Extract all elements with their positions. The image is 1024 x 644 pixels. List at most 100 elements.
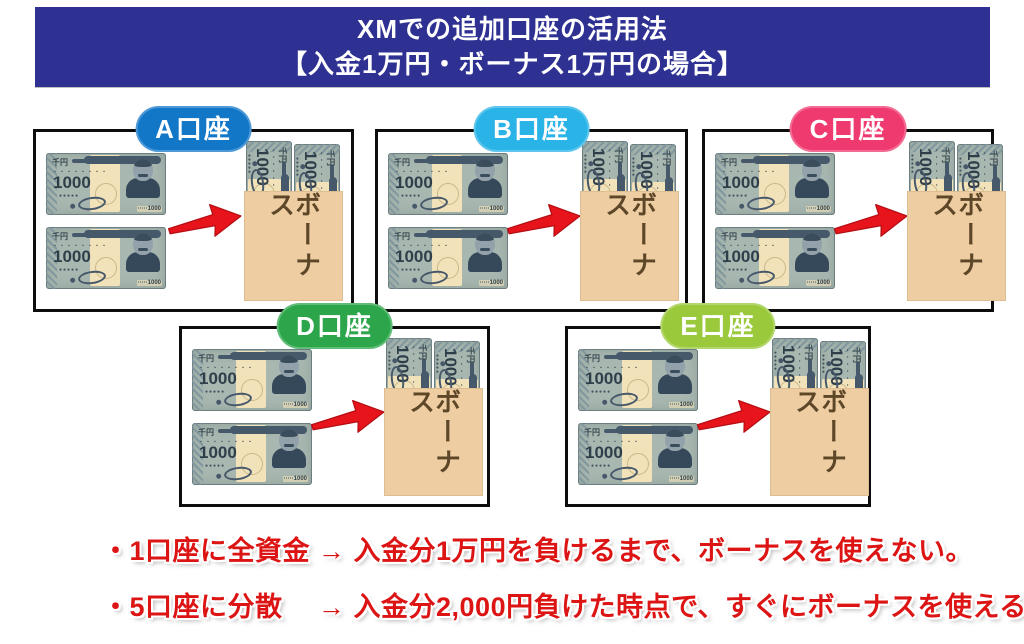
- bill-denomination: 1000: [722, 246, 760, 266]
- bill-micro-text: ●●●●●: [386, 351, 392, 372]
- bill-kanji-label: 千円: [721, 231, 737, 241]
- bonus-stack: 千円 ・・・・・・・・ 1000 ●●●●● ·····1000 千円 ・・・・…: [384, 338, 483, 496]
- bill-micro-text: ●●●●●: [246, 154, 252, 175]
- footnotes: ・1口座に全資金 → 入金分1万円を負けるまで、ボーナスを使えない。 ・5口座に…: [102, 529, 1024, 624]
- arrow-right-icon: [310, 399, 385, 433]
- title-line-2: 【入金1万円・ボーナス1万円の場合】: [281, 49, 744, 79]
- person-portrait-icon: [794, 158, 830, 205]
- bill-corner-value: ·····1000: [282, 401, 308, 408]
- bonus-label: ボーナス: [265, 191, 322, 281]
- bill-corner-value: ·····1000: [805, 205, 831, 212]
- bill-micro-text: ●●●●●: [909, 154, 915, 175]
- bill-kanji-label: 千円: [52, 157, 68, 167]
- bill-micro-text: ●●●●●: [205, 388, 226, 395]
- bill-micro-text: ●●●●●: [59, 192, 80, 199]
- bill-micro-text: ●●●●●: [591, 388, 612, 395]
- bill-edge-pattern: [715, 152, 726, 215]
- transfer-arrow: [503, 191, 585, 249]
- bill-micro-text: ●●●●●: [820, 354, 826, 375]
- bonus-stack: 千円 ・・・・・・・・ 1000 ●●●●● ·····1000 千円 ・・・・…: [580, 141, 679, 301]
- bill-corner-value: ·····1000: [136, 279, 162, 286]
- banknote-1000-yen: 千円 ・・・・・・・・ 1000 ●●●●● ·····1000: [715, 226, 835, 289]
- arrow-right-icon: [833, 203, 908, 237]
- bill-kanji-label: 千円: [941, 147, 950, 163]
- footnote-2: ・5口座に分散 → 入金分2,000円負けた時点で、すぐにボーナスを使える。: [102, 592, 1024, 622]
- bill-denomination: 1000: [395, 246, 433, 266]
- bonus-stack: 千円 ・・・・・・・・ 1000 ●●●●● ·····1000 千円 ・・・・…: [907, 141, 1006, 301]
- bill-micro-text: ●●●●●: [957, 157, 963, 178]
- bill-edge-pattern: [388, 226, 399, 289]
- bill-denomination: 1000: [199, 368, 237, 388]
- bill-dot-row: ・・・・・・・・: [198, 439, 255, 446]
- bill-kanji-label: 千円: [614, 147, 623, 163]
- bill-kanji-label: 千円: [804, 344, 813, 360]
- bill-kanji-label: 千円: [198, 353, 214, 363]
- person-portrait-icon: [657, 428, 693, 475]
- bill-denomination: 1000: [395, 172, 433, 192]
- banknote-1000-yen: 千円 ・・・・・・・・ 1000 ●●●●● ·····1000: [578, 422, 698, 485]
- bill-dot-row: ・・・・・・・・: [52, 243, 109, 250]
- account-label-e: E口座: [660, 303, 776, 349]
- bill-top-engraving: [616, 425, 694, 434]
- bonus-label: ボーナス: [791, 388, 848, 478]
- transfer-arrow: [693, 387, 775, 445]
- deposit-cash-stack: 千円 ・・・・・・・・ 1000 ●●●●● ·····1000 千円 ・・・・…: [715, 152, 835, 289]
- bill-micro-text: ●●●●●: [630, 157, 636, 178]
- deposit-cash-stack: 千円 ・・・・・・・・ 1000 ●●●●● ·····1000 千円 ・・・・…: [192, 348, 312, 485]
- bill-corner-value: ·····1000: [282, 475, 308, 482]
- person-portrait-icon: [467, 158, 503, 205]
- bill-dot-row: ・・・・・・・・: [198, 365, 255, 372]
- banknote-1000-yen: 千円 ・・・・・・・・ 1000 ●●●●● ·····1000: [388, 152, 508, 215]
- bill-micro-text: ●●●●●: [401, 266, 422, 273]
- banknote-1000-yen: 千円 ・・・・・・・・ 1000 ●●●●● ·····1000: [715, 152, 835, 215]
- bill-edge-pattern: [578, 348, 589, 411]
- bill-dot-row: ・・・・・・・・: [584, 365, 641, 372]
- bill-dot-row: ・・・・・・・・: [394, 243, 451, 250]
- bill-kanji-label: 千円: [52, 231, 68, 241]
- bill-kanji-label: 千円: [394, 157, 410, 167]
- bill-dot-row: ・・・・・・・・: [52, 169, 109, 176]
- banknote-1000-yen: 千円 ・・・・・・・・ 1000 ●●●●● ·····1000: [46, 226, 166, 289]
- bill-kanji-label: 千円: [662, 150, 671, 166]
- person-portrait-icon: [657, 354, 693, 401]
- bill-kanji-label: 千円: [418, 344, 427, 360]
- bill-kanji-label: 千円: [584, 353, 600, 363]
- bill-top-engraving: [230, 351, 308, 360]
- bill-micro-text: ●●●●●: [401, 192, 422, 199]
- bonus-envelope: ボーナス: [907, 191, 1006, 301]
- deposit-cash-stack: 千円 ・・・・・・・・ 1000 ●●●●● ·····1000 千円 ・・・・…: [46, 152, 166, 289]
- bill-corner-value: ·····1000: [136, 205, 162, 212]
- account-box-a: A口座 千円 ・・・・・・・・ 1000 ●●●●● ·····1000 千円 …: [33, 106, 354, 312]
- bill-kanji-label: 千円: [198, 427, 214, 437]
- bill-corner-value: ·····1000: [478, 205, 504, 212]
- account-box-e: E口座 千円 ・・・・・・・・ 1000 ●●●●● ·····1000 千円 …: [565, 303, 871, 507]
- bill-corner-value: ·····1000: [805, 279, 831, 286]
- person-portrait-icon: [125, 158, 161, 205]
- bill-denomination: 1000: [722, 172, 760, 192]
- bill-micro-text: ●●●●●: [772, 351, 778, 372]
- account-box-c: C口座 千円 ・・・・・・・・ 1000 ●●●●● ·····1000 千円 …: [702, 106, 1006, 312]
- banknote-1000-yen: 千円 ・・・・・・・・ 1000 ●●●●● ·····1000: [46, 152, 166, 215]
- deposit-cash-stack: 千円 ・・・・・・・・ 1000 ●●●●● ·····1000 千円 ・・・・…: [388, 152, 508, 289]
- bill-corner-value: ·····1000: [668, 475, 694, 482]
- account-label-d: D口座: [276, 303, 393, 349]
- bill-edge-pattern: [46, 152, 57, 215]
- bill-denomination: 1000: [53, 246, 91, 266]
- bill-edge-pattern: [46, 226, 57, 289]
- bill-top-engraving: [84, 229, 162, 238]
- person-portrait-icon: [271, 428, 307, 475]
- bill-edge-pattern: [192, 348, 203, 411]
- person-portrait-icon: [271, 354, 307, 401]
- bonus-label: ボーナス: [405, 388, 462, 478]
- account-label-c: C口座: [789, 106, 907, 152]
- bill-dot-row: ・・・・・・・・: [584, 439, 641, 446]
- bill-micro-text: ●●●●●: [728, 266, 749, 273]
- bill-micro-text: ●●●●●: [294, 157, 300, 178]
- banknote-1000-yen: 千円 ・・・・・・・・ 1000 ●●●●● ·····1000: [192, 422, 312, 485]
- bill-edge-pattern: [388, 152, 399, 215]
- arrow-right-icon: [506, 203, 581, 237]
- bill-dot-row: ・・・・・・・・: [721, 169, 778, 176]
- bill-denomination: 1000: [199, 442, 237, 462]
- bill-kanji-label: 千円: [852, 347, 861, 363]
- transfer-arrow: [307, 387, 389, 445]
